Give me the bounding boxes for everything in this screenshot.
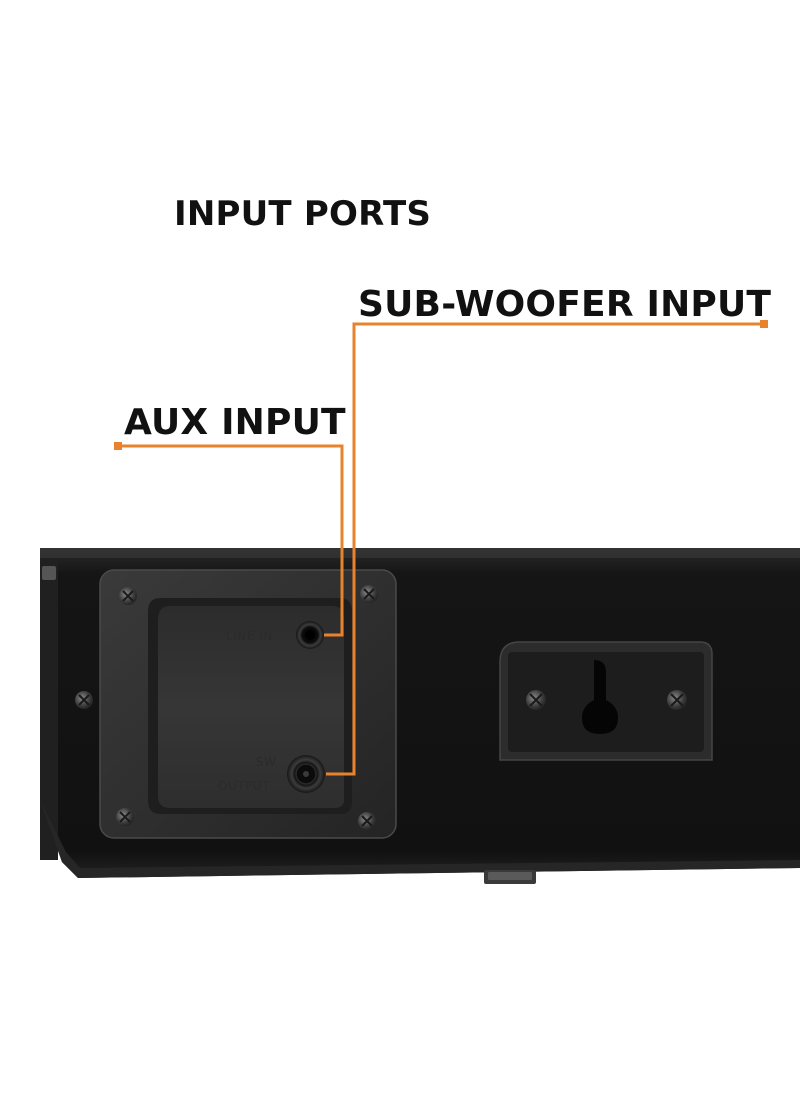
sub-woofer-callout-line bbox=[326, 322, 764, 776]
panel-screw-icon bbox=[360, 585, 378, 603]
line-in-jack-icon bbox=[296, 621, 324, 649]
panel-screw-icon bbox=[358, 812, 376, 830]
output-label: OUTPUT bbox=[218, 779, 270, 793]
aux-callout-line bbox=[118, 444, 344, 637]
page-title: INPUT PORTS bbox=[174, 194, 432, 234]
wall-mount-bracket bbox=[499, 641, 713, 761]
bracket-screw-icon bbox=[667, 690, 687, 710]
line-in-label: LINE IN bbox=[226, 629, 273, 643]
bracket-screw-icon bbox=[526, 690, 546, 710]
aux-label: AUX INPUT bbox=[124, 402, 346, 443]
body-screw-icon bbox=[75, 691, 93, 709]
sw-output-jack-icon bbox=[287, 755, 325, 793]
callout-endpoint bbox=[760, 320, 768, 328]
sub-woofer-label: SUB-WOOFER INPUT bbox=[358, 284, 772, 325]
sw-label: SW bbox=[256, 755, 276, 769]
input-panel bbox=[99, 569, 397, 839]
callout-endpoint bbox=[114, 442, 122, 450]
panel-screw-icon bbox=[119, 587, 137, 605]
panel-screw-icon bbox=[116, 808, 134, 826]
